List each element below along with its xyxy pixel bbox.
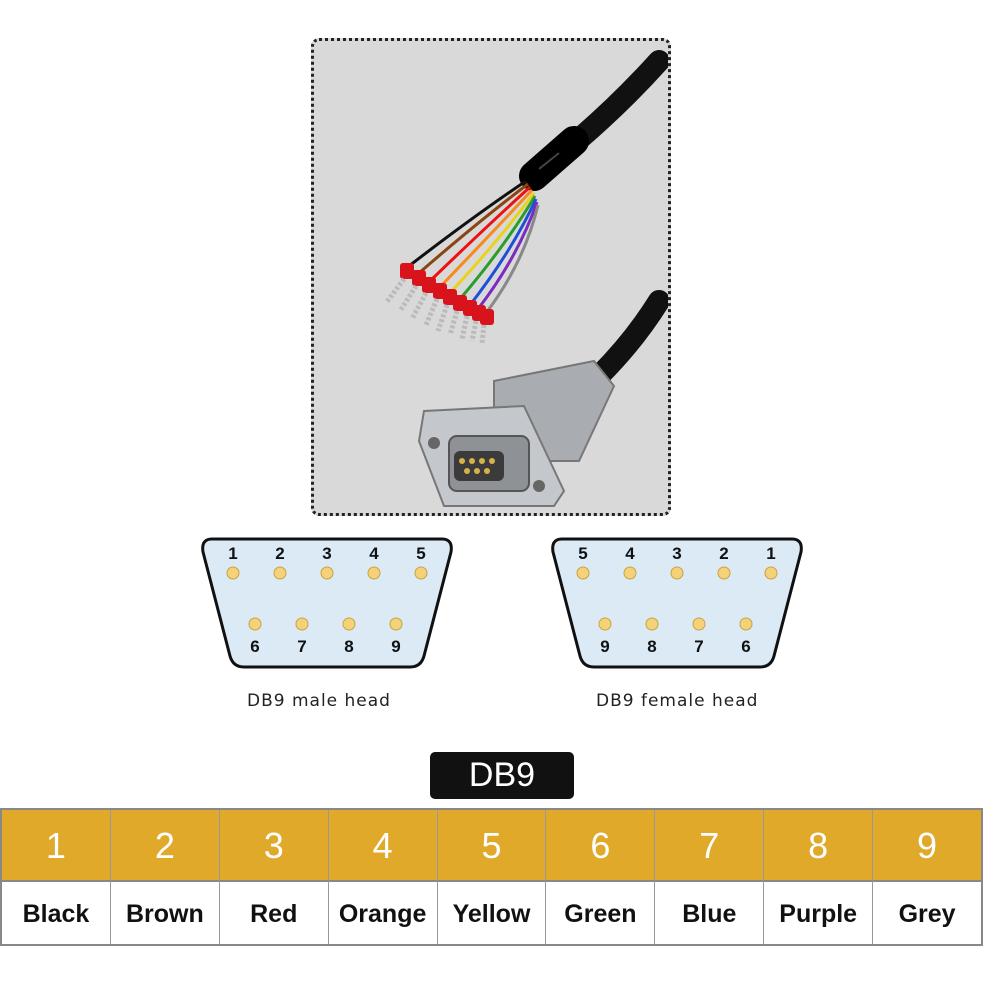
pin-number-cell: 3	[219, 810, 329, 880]
male-pin-label: 5	[416, 544, 426, 563]
pin-color-table: 1 2 3 4 5 6 7 8 9 Black Brown Red Orange…	[0, 808, 983, 946]
male-pin-label: 6	[250, 637, 260, 656]
male-pin-label: 4	[369, 544, 379, 563]
pin-number-row: 1 2 3 4 5 6 7 8 9	[2, 810, 982, 880]
pin-number-cell: 4	[328, 810, 438, 880]
pin-number-cell: 2	[110, 810, 220, 880]
wire-color-cell: Purple	[764, 880, 874, 944]
female-pin-label: 2	[719, 544, 729, 563]
cable-illustration	[384, 50, 668, 507]
female-pin-label: 9	[600, 637, 610, 656]
female-pin-label: 1	[766, 544, 776, 563]
db9-female-shell	[551, 537, 803, 669]
pin-number-cell: 6	[546, 810, 656, 880]
female-pin-label: 7	[694, 637, 704, 656]
wire-color-cell: Orange	[328, 880, 438, 944]
wire-color-cell: Grey	[873, 880, 982, 944]
wire-color-cell: Black	[2, 880, 111, 944]
male-pin-dots	[226, 566, 428, 631]
pin-number-cell: 9	[873, 810, 982, 880]
wire-color-cell: Red	[219, 880, 329, 944]
pin-number-cell: 7	[655, 810, 765, 880]
male-pin-label: 2	[275, 544, 285, 563]
db9-male-diagram: 1 2 3 4 5 6 7 8 9	[198, 536, 456, 670]
db9-female-diagram: 5 4 3 2 1 9 8 7 6	[548, 536, 806, 670]
female-pin-label: 6	[741, 637, 751, 656]
table-title: DB9	[430, 752, 574, 799]
pin-number-cell: 1	[2, 810, 111, 880]
male-pin-label: 9	[391, 637, 401, 656]
female-pin-label: 5	[578, 544, 588, 563]
female-pin-label: 4	[625, 544, 635, 563]
male-pin-label: 3	[322, 544, 332, 563]
female-pin-label: 3	[672, 544, 682, 563]
db9-male-shell	[201, 537, 453, 669]
pin-number-cell: 8	[764, 810, 874, 880]
wire-color-cell: Brown	[110, 880, 220, 944]
wire-color-row: Black Brown Red Orange Yellow Green Blue…	[2, 880, 982, 944]
male-caption: DB9 male head	[247, 691, 391, 711]
cable-photo	[311, 38, 671, 516]
wire-color-cell: Blue	[655, 880, 765, 944]
wire-color-cell: Green	[546, 880, 656, 944]
male-pin-label: 7	[297, 637, 307, 656]
female-caption: DB9 female head	[596, 691, 759, 711]
female-pin-dots	[576, 566, 778, 631]
female-pin-label: 8	[647, 637, 657, 656]
male-pin-label: 8	[344, 637, 354, 656]
pin-number-cell: 5	[437, 810, 547, 880]
male-pin-label: 1	[228, 544, 238, 563]
wire-color-cell: Yellow	[437, 880, 547, 944]
